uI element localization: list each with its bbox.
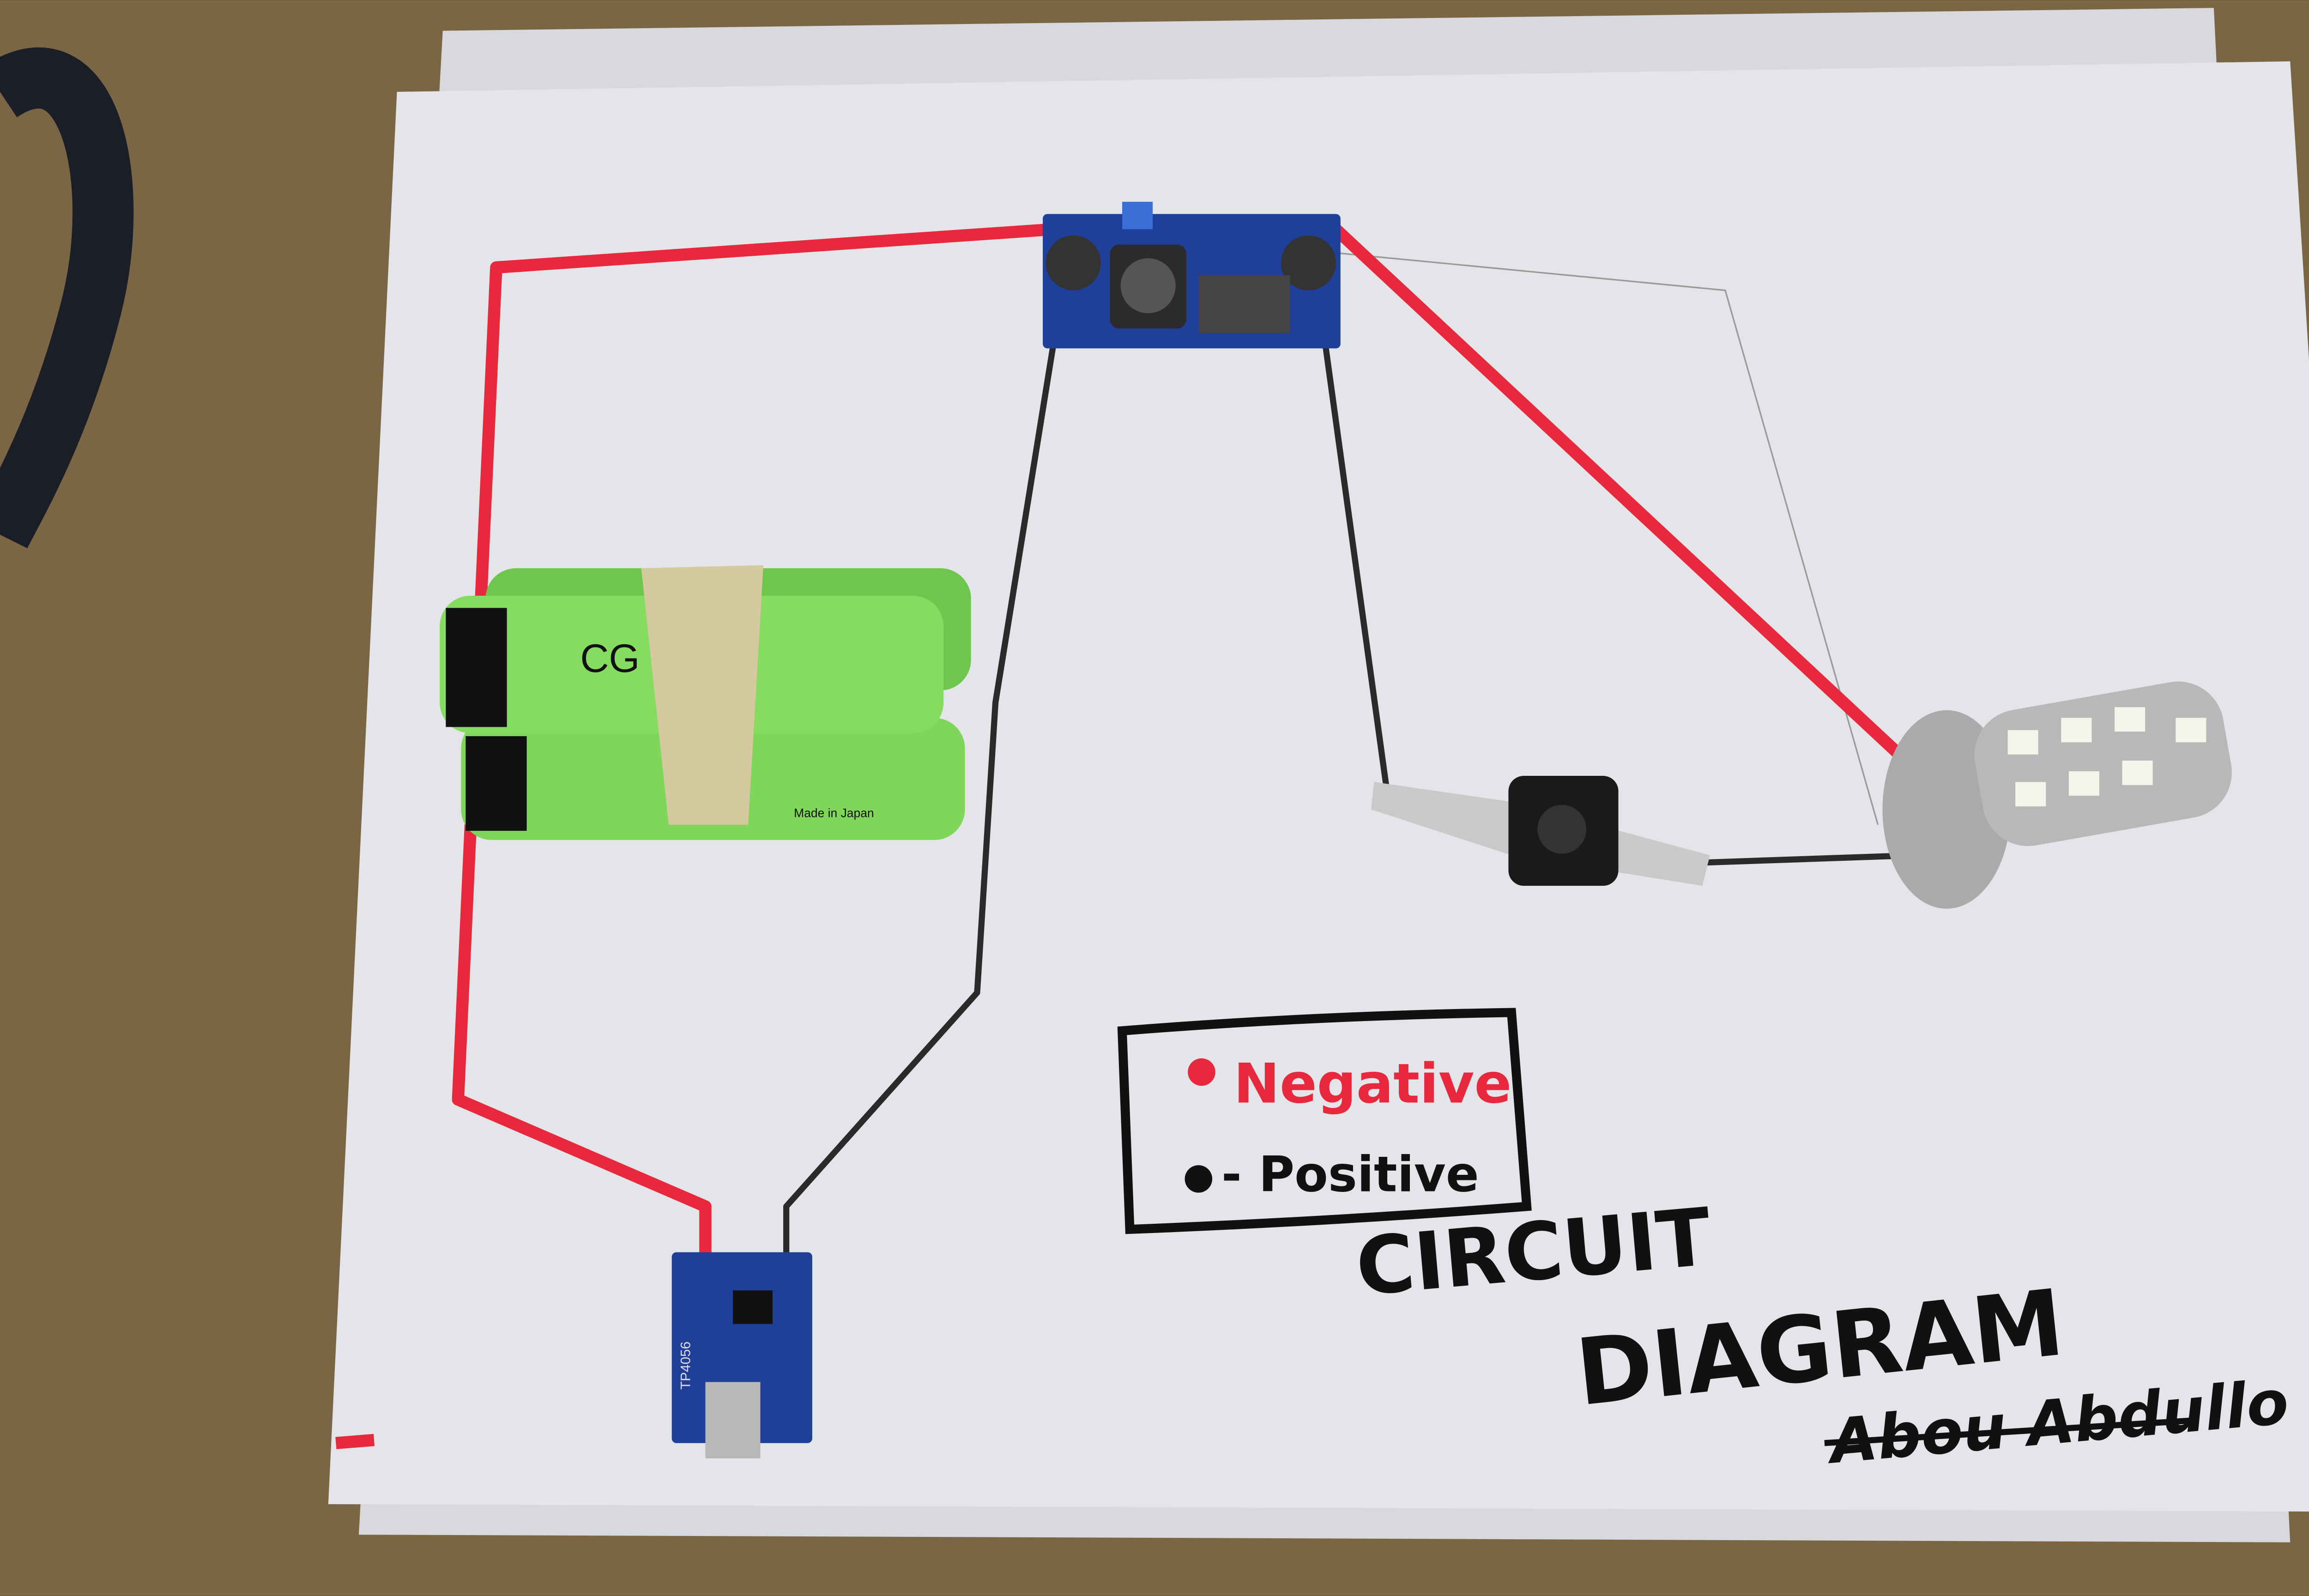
boost-converter-module <box>1043 201 1341 349</box>
paper-sheet <box>328 61 2309 1512</box>
negative-wires <box>335 223 1905 1450</box>
charger-board-tp4056: TP4056 <box>671 1252 812 1458</box>
battery-origin-label: Made in Japan <box>794 806 874 820</box>
pencil-guide <box>1328 251 1879 825</box>
legend-negative: Negative <box>1233 1052 1511 1116</box>
positive-dot <box>1185 1165 1213 1193</box>
charger-board-label: TP4056 <box>678 1342 693 1390</box>
push-switch[interactable] <box>1371 776 1710 886</box>
led-bulb <box>1882 681 2232 909</box>
battery-pack: CG 50CE Made in Japan <box>440 565 971 840</box>
legend-positive: - Positive <box>1221 1146 1479 1203</box>
black-cable <box>0 47 134 549</box>
positive-wires <box>783 343 1916 1260</box>
legend-box: Negative - Positive <box>1117 1008 1532 1234</box>
negative-dot <box>1188 1058 1215 1086</box>
